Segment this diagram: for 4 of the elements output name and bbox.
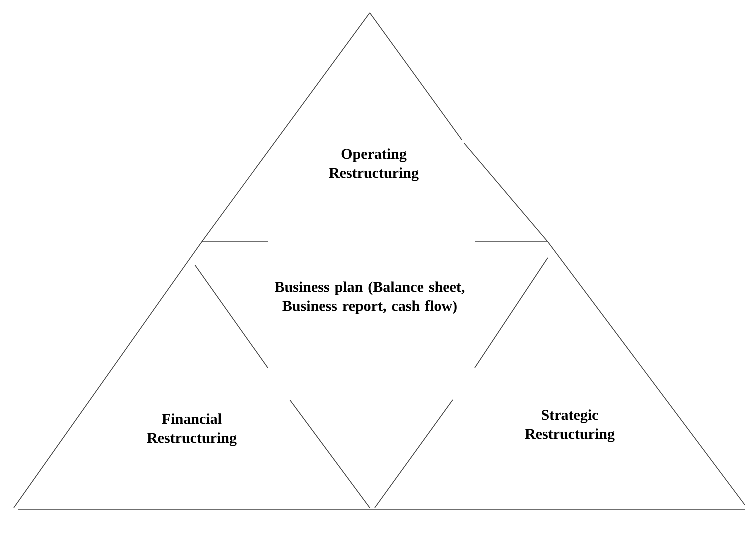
segment-label: Financial Restructuring	[147, 414, 237, 446]
segment-label: Strategic Restructuring	[525, 410, 615, 442]
segment-label: Business plan (Balance sheet, Business report, cash flow)	[275, 282, 465, 314]
segment-label: Operating Restructuring	[329, 148, 419, 182]
